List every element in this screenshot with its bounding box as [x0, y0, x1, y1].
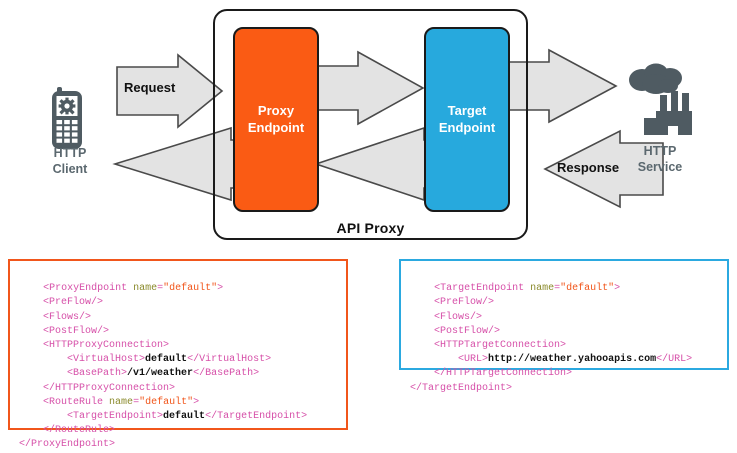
- api-proxy-container-label: API Proxy: [336, 220, 405, 236]
- target-endpoint-label-line1: Target: [447, 103, 487, 119]
- target-to-service-arrow: [507, 48, 618, 124]
- target-endpoint-label-line2: Endpoint: [438, 119, 496, 135]
- proxy-endpoint-label-line2: Endpoint: [247, 119, 305, 135]
- cloud-factory-icon: [629, 63, 692, 135]
- proxy-endpoint-label-line1: Proxy: [257, 103, 295, 119]
- proxy-endpoint-xml-code: <ProxyEndpoint name="default"> <PreFlow/…: [19, 283, 308, 451]
- target-endpoint-xml-panel[interactable]: <TargetEndpoint name="default"> <PreFlow…: [399, 259, 729, 394]
- service-response-arrow: [543, 129, 664, 209]
- http-client-label-line2: Client: [52, 161, 88, 176]
- mobile-phone-gear-icon: [52, 87, 82, 149]
- http-service-label-line2: Service: [637, 159, 683, 174]
- response-arrow-label: Response: [557, 160, 620, 175]
- proxy-endpoint-block[interactable]: Proxy Endpoint: [233, 27, 319, 212]
- request-arrow-label: Request: [124, 80, 176, 95]
- diagram-page: Proxy Endpoint Target Endpoint API Proxy…: [8, 9, 729, 450]
- target-endpoint-xml-code: <TargetEndpoint name="default"> <PreFlow…: [410, 283, 693, 394]
- http-client-label: HTTP Client: [30, 146, 110, 177]
- api-proxy-diagram: Proxy Endpoint Target Endpoint API Proxy…: [30, 9, 700, 240]
- http-service-label: HTTP Service: [620, 144, 700, 175]
- http-service-label-line1: HTTP: [643, 144, 677, 158]
- proxy-to-target-arrow: [315, 50, 425, 126]
- target-endpoint-block[interactable]: Target Endpoint: [424, 27, 510, 212]
- request-arrow: [116, 53, 224, 129]
- proxy-endpoint-xml-panel[interactable]: <ProxyEndpoint name="default"> <PreFlow/…: [8, 259, 348, 450]
- http-client-label-line1: HTTP: [53, 146, 87, 160]
